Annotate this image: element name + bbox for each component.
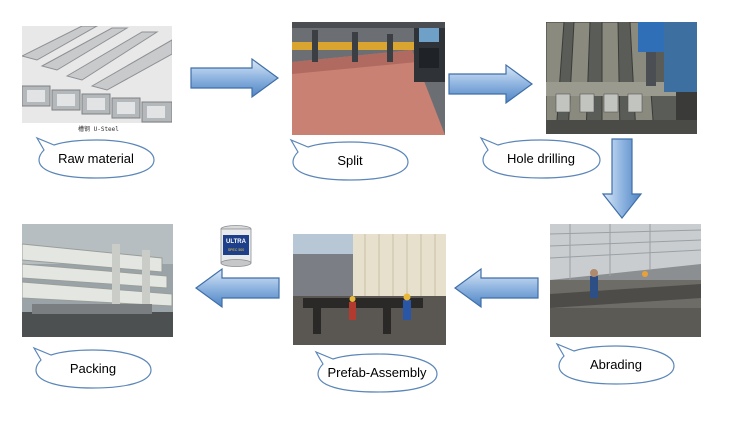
photo-packing: [22, 224, 173, 337]
label-prefab-assembly: Prefab-Assembly: [327, 364, 427, 380]
photo-prefab-assembly: [293, 234, 446, 345]
label-split: Split: [337, 152, 363, 168]
label-packing: Packing: [69, 360, 117, 376]
paint-can: ULTRA SPEC 500: [220, 225, 252, 267]
bubble-split: Split: [289, 138, 410, 182]
arrow-drilling-to-abrading: [601, 138, 643, 220]
bubble-prefab-assembly: Prefab-Assembly: [314, 350, 439, 394]
paint-can-brand: ULTRA: [226, 239, 247, 245]
bubble-raw-material: Raw material: [35, 136, 156, 180]
photo-hole-drilling: [546, 22, 697, 134]
arrow-raw-to-split: [190, 57, 280, 99]
label-abrading: Abrading: [589, 356, 643, 372]
photo-abrading: [550, 224, 701, 337]
bubble-hole-drilling: Hole drilling: [479, 136, 602, 180]
paint-can-sub: SPEC 500: [228, 248, 244, 252]
arrow-abrading-to-assembly: [453, 267, 539, 309]
bubble-packing: Packing: [32, 346, 153, 390]
photo-split: [292, 22, 445, 135]
arrow-split-to-drilling: [448, 63, 534, 105]
label-raw-material: Raw material: [58, 150, 134, 166]
photo-raw-material: [22, 26, 172, 130]
bubble-abrading: Abrading: [555, 342, 676, 386]
label-hole-drilling: Hole drilling: [507, 150, 575, 166]
arrow-assembly-to-packing: [194, 267, 280, 309]
raw-material-caption: 槽钢 U-Steel: [78, 126, 119, 133]
